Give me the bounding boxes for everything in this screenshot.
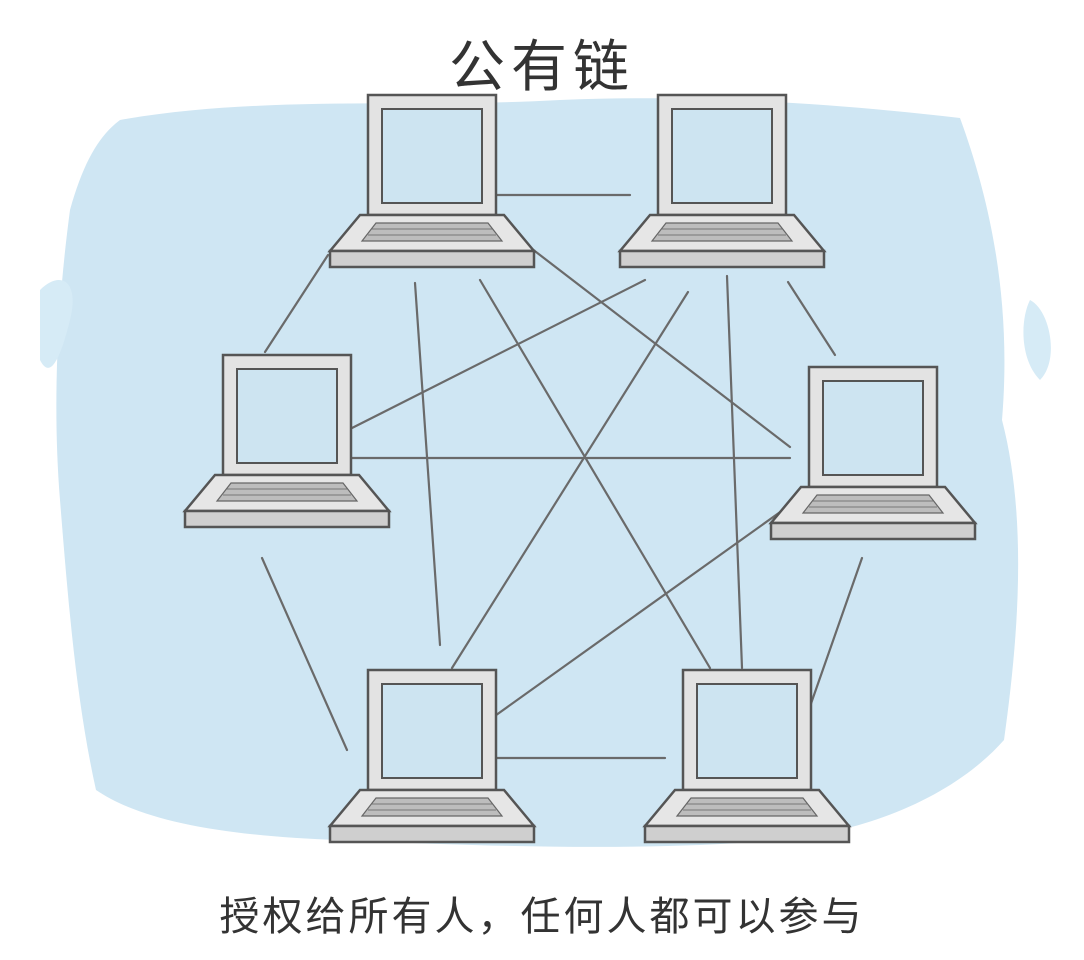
- link-tr-br: [725, 274, 744, 670]
- link-tr-mr: [786, 280, 837, 357]
- link-tl-bl: [413, 281, 442, 647]
- link-tr-bl: [450, 290, 690, 670]
- diagram-caption: 授权给所有人，任何人都可以参与: [219, 894, 865, 940]
- network-links: [260, 193, 864, 760]
- link-ml-bl: [260, 556, 349, 752]
- link-tl-mr: [508, 230, 792, 449]
- diagram-title: 公有链: [449, 35, 635, 100]
- link-tl-ml: [263, 253, 330, 354]
- link-mr-bl: [490, 503, 792, 720]
- link-tl-br: [478, 278, 712, 670]
- link-ml-tr: [350, 278, 647, 430]
- background-wash: [56, 98, 1019, 847]
